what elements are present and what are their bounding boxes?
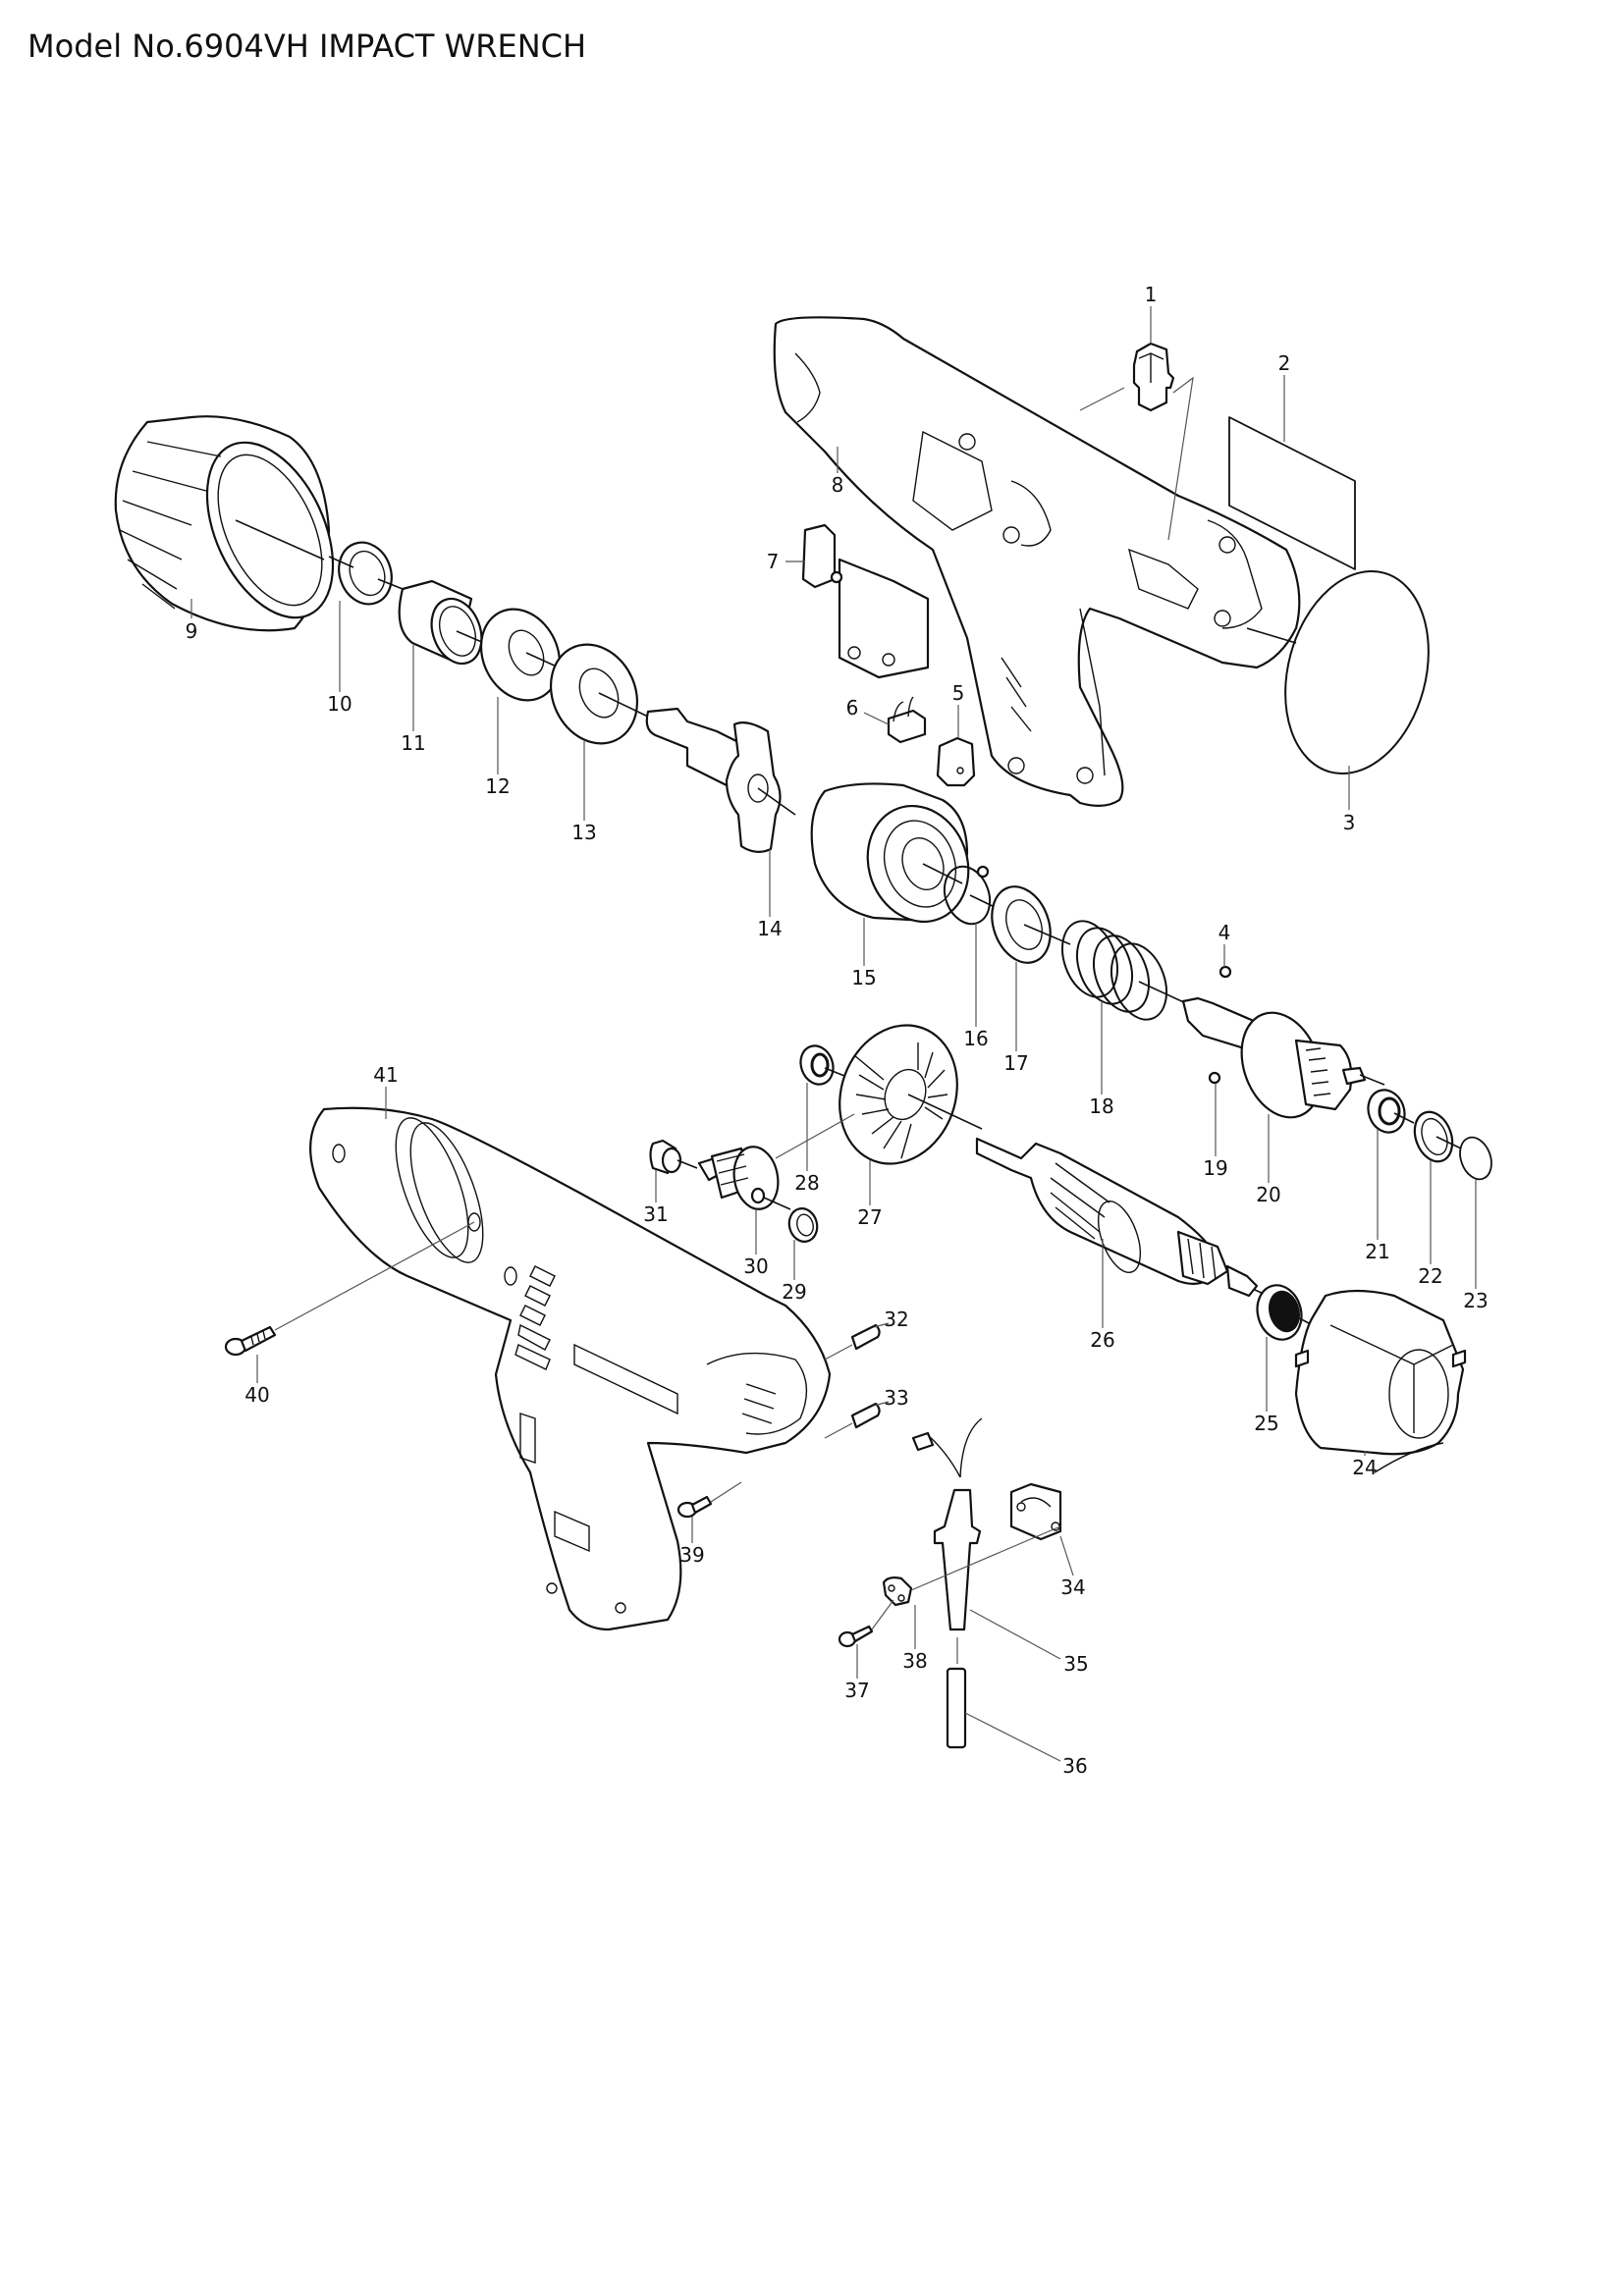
part-label-10: 10	[327, 692, 352, 716]
part-3-rear-cover	[1246, 569, 1430, 775]
page-title: Model No.6904VH IMPACT WRENCH	[27, 27, 587, 65]
part-36-cord	[946, 1637, 967, 1749]
part-label-25: 25	[1254, 1412, 1279, 1435]
part-35-cord-guard	[911, 1417, 983, 1631]
part-31-bearing	[649, 1139, 698, 1175]
part-label-33: 33	[884, 1386, 909, 1410]
part-label-8: 8	[831, 473, 844, 497]
part-38-cord-clamp	[882, 1525, 1061, 1607]
part-23-o-ring	[1459, 1136, 1492, 1181]
part-9-hammer-cover	[114, 415, 335, 632]
part-20-spindle	[1181, 996, 1385, 1119]
part-label-39: 39	[679, 1543, 705, 1567]
part-27-fan	[775, 1024, 983, 1165]
part-39-screw	[677, 1481, 742, 1519]
part-label-4: 4	[1218, 921, 1231, 944]
part-18-spring	[1060, 920, 1189, 1021]
part-label-18: 18	[1089, 1095, 1114, 1118]
part-19-steel-ball	[1208, 1071, 1221, 1085]
part-10-ring	[328, 541, 404, 606]
part-label-29: 29	[782, 1280, 807, 1304]
part-5-brush-holder	[936, 736, 976, 787]
part-8-housing	[773, 316, 1301, 807]
part-label-23: 23	[1463, 1289, 1489, 1312]
part-6-carbon-brush	[887, 696, 927, 744]
leader-lines	[190, 306, 1477, 1762]
part-label-5: 5	[951, 681, 965, 705]
part-label-7: 7	[766, 550, 780, 573]
part-label-32: 32	[884, 1308, 909, 1331]
part-33-pin	[824, 1402, 881, 1439]
part-label-9: 9	[185, 619, 198, 643]
part-label-1: 1	[1144, 283, 1158, 306]
part-label-26: 26	[1090, 1328, 1115, 1352]
part-label-12: 12	[485, 774, 511, 798]
part-2-label-plate	[1228, 416, 1356, 570]
part-21-ball-bearing	[1367, 1089, 1415, 1134]
part-label-19: 19	[1203, 1156, 1228, 1180]
part-label-41: 41	[373, 1063, 399, 1087]
part-label-27: 27	[857, 1205, 883, 1229]
part-7-switch	[801, 523, 930, 679]
part-29-bearing	[787, 1207, 819, 1243]
part-label-20: 20	[1256, 1183, 1281, 1206]
part-label-36: 36	[1062, 1754, 1088, 1778]
part-15-hammer	[810, 782, 970, 924]
part-12-washer	[479, 608, 570, 702]
part-30-gear	[697, 1146, 791, 1210]
part-label-2: 2	[1277, 351, 1291, 375]
part-37-tapping-screw	[838, 1599, 894, 1648]
part-label-15: 15	[851, 966, 877, 989]
part-17-flat-washer	[991, 885, 1071, 964]
part-22-washer	[1413, 1110, 1462, 1163]
part-label-31: 31	[643, 1202, 669, 1226]
part-13-flat-washer	[549, 643, 649, 745]
part-label-3: 3	[1342, 811, 1356, 834]
part-label-13: 13	[571, 821, 597, 844]
part-label-24: 24	[1352, 1456, 1378, 1479]
part-25-ball-bearing	[1256, 1284, 1336, 1341]
part-label-11: 11	[401, 731, 426, 755]
part-label-37: 37	[844, 1679, 870, 1702]
part-11-sleeve	[398, 579, 492, 666]
part-24-field	[1294, 1289, 1467, 1473]
part-label-21: 21	[1365, 1240, 1390, 1263]
part-label-16: 16	[963, 1027, 989, 1050]
part-label-35: 35	[1063, 1652, 1089, 1676]
part-14-anvil	[645, 707, 796, 853]
part-label-34: 34	[1060, 1575, 1086, 1599]
part-label-17: 17	[1003, 1051, 1029, 1075]
part-label-22: 22	[1418, 1264, 1443, 1288]
part-1-connector	[1132, 342, 1175, 412]
part-4-steel-ball	[1218, 965, 1232, 979]
part-label-30: 30	[743, 1255, 769, 1278]
part-label-14: 14	[757, 917, 783, 940]
part-label-28: 28	[794, 1171, 820, 1195]
part-label-38: 38	[902, 1649, 928, 1673]
part-41-motor-housing	[309, 1106, 832, 1631]
part-32-pin	[824, 1323, 881, 1361]
part-label-6: 6	[845, 696, 859, 720]
part-label-40: 40	[244, 1383, 270, 1407]
part-34-strain-relief	[1009, 1482, 1062, 1541]
part-26-armature	[975, 1137, 1277, 1301]
part-40-screw	[224, 1221, 475, 1357]
